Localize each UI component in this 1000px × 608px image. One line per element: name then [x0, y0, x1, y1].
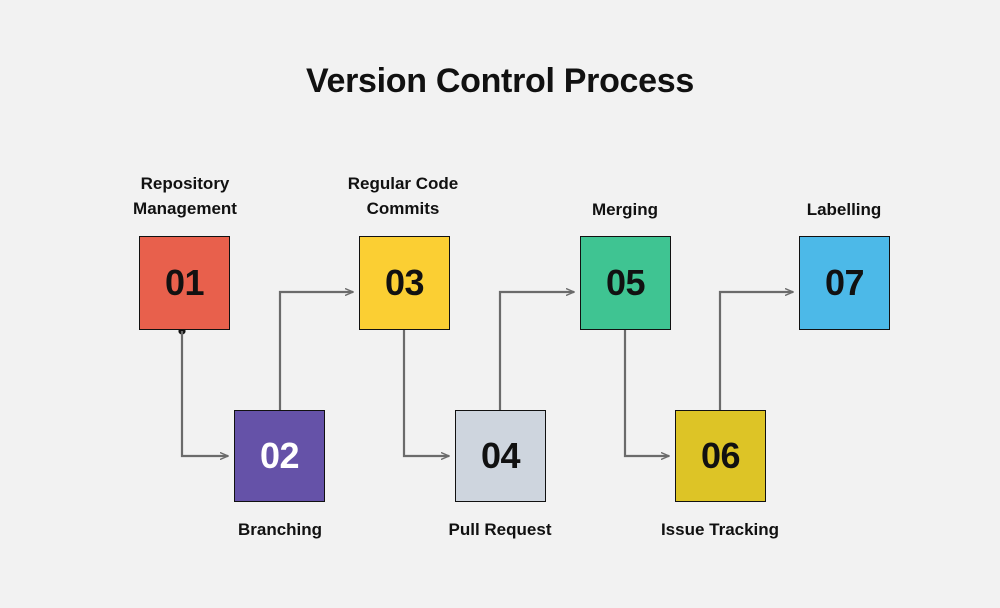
step-label-03-line1: Regular Code [347, 174, 459, 193]
step-number-07: 07 [824, 262, 865, 303]
step-label-01-line2: Management [133, 198, 237, 218]
step-label-05-line1: Merging [591, 200, 659, 219]
step-label-01-line1: Repository [140, 174, 230, 193]
step-number-03: 03 [384, 262, 425, 303]
page-title: Version Control Process [305, 62, 694, 100]
step-box-06[interactable]: 06 [675, 410, 766, 502]
step-label-01: Repository Management [95, 172, 275, 221]
step-number-02: 02 [259, 435, 300, 476]
step-box-07[interactable]: 07 [799, 236, 890, 330]
step-label-05: Merging [535, 198, 715, 223]
step-number-05: 05 [605, 262, 646, 303]
step-label-03-line2: Commits [366, 198, 440, 218]
step-label-02-line1: Branching [237, 520, 323, 539]
step-number-04: 04 [480, 435, 521, 476]
step-label-04: Pull Request [410, 518, 590, 543]
connector-05-to-06 [623, 330, 669, 456]
step-label-03: Regular Code Commits [313, 172, 493, 221]
step-box-05[interactable]: 05 [580, 236, 671, 330]
step-number-01: 01 [164, 262, 205, 303]
connector-01-to-02 [178, 327, 228, 456]
step-label-07-line1: Labelling [806, 200, 882, 219]
connector-06-to-07 [718, 292, 793, 410]
connector-02-to-03 [278, 292, 353, 410]
connector-03-to-04 [402, 330, 449, 456]
step-box-04[interactable]: 04 [455, 410, 546, 502]
step-box-02[interactable]: 02 [234, 410, 325, 502]
step-label-04-line1: Pull Request [448, 520, 552, 539]
step-label-07: Labelling [754, 198, 934, 223]
step-number-06: 06 [700, 435, 741, 476]
step-label-02: Branching [190, 518, 370, 543]
connector-04-to-05 [498, 292, 574, 410]
step-label-06-line1: Issue Tracking [660, 520, 780, 539]
step-box-03[interactable]: 03 [359, 236, 450, 330]
step-box-01[interactable]: 01 [139, 236, 230, 330]
step-label-06: Issue Tracking [630, 518, 810, 543]
